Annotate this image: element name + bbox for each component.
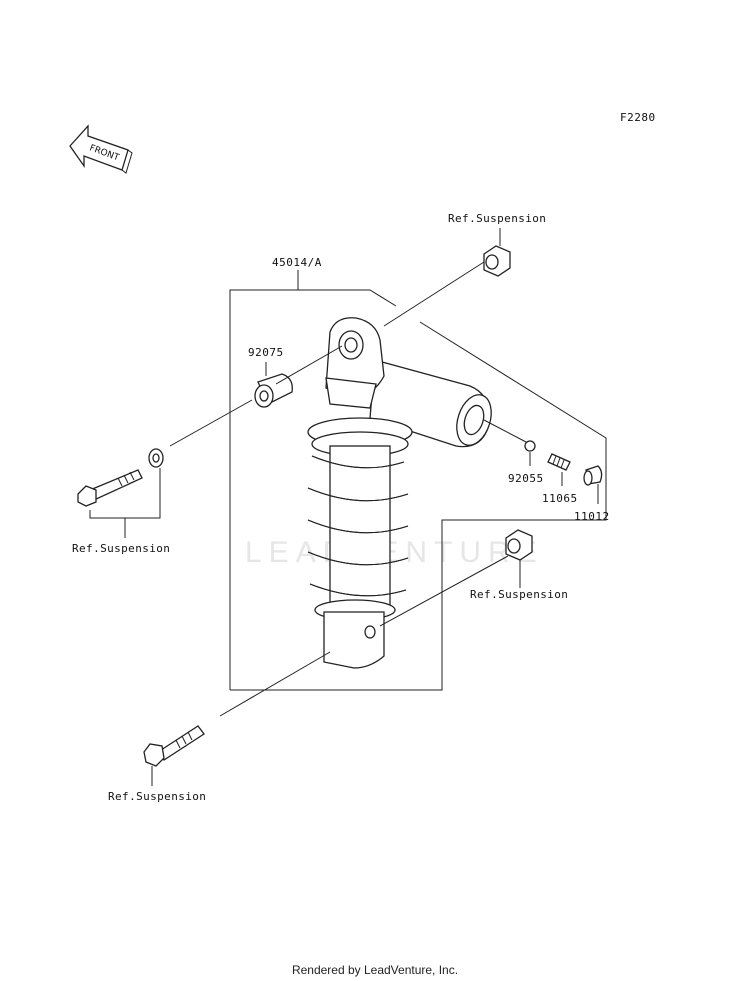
assembly-bracket	[229, 270, 607, 691]
ref-upper-bolt: Ref.Suspension	[72, 542, 170, 555]
upper-bolt	[77, 469, 143, 507]
ref-top-nut: Ref.Suspension	[448, 212, 546, 225]
callout-11065: 11065	[542, 492, 578, 505]
ref-lower-bolt: Ref.Suspension	[108, 790, 206, 803]
ref-lower-nut: Ref.Suspension	[470, 588, 568, 601]
oring-92055	[524, 440, 536, 452]
callout-45014A: 45014/A	[272, 256, 322, 269]
callout-92075: 92075	[248, 346, 284, 359]
lower-bolt	[143, 725, 205, 767]
front-arrow-icon: FRONT	[69, 124, 133, 174]
watermark: LEADVENTURE	[245, 536, 544, 569]
footer-credit: Rendered by LeadVenture, Inc.	[291, 963, 459, 977]
cap-11012	[583, 465, 603, 486]
figure-code: F2280	[620, 111, 656, 124]
lower-nut	[505, 529, 533, 561]
valve-11065	[547, 453, 571, 471]
collar-92075	[254, 373, 293, 408]
top-nut	[483, 245, 511, 277]
shock-absorber	[307, 317, 492, 669]
callout-92055: 92055	[508, 472, 544, 485]
callout-11012: 11012	[574, 510, 610, 523]
